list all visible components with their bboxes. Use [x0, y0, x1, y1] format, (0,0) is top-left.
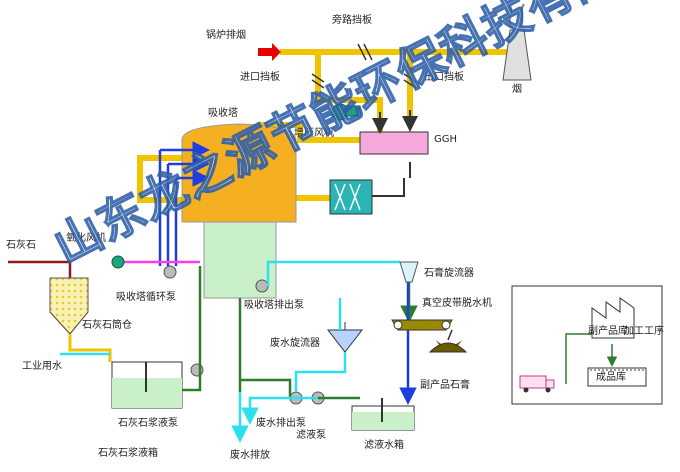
label-boiler-flue-gas: 锅炉排烟	[206, 30, 246, 41]
label-byproduct-gypsum: 副产品石膏	[420, 380, 470, 391]
label-waste-water-pump: 废水排出泵	[256, 418, 306, 429]
gypsum-pile	[428, 342, 468, 353]
chimney-icon	[502, 3, 532, 81]
label-booster-fan: 增压风机	[294, 128, 334, 139]
label-processing: 加工工序	[624, 326, 664, 337]
limestone-line	[8, 260, 72, 278]
label-gypsum-cyclone: 石膏旋流器	[424, 268, 474, 279]
label-outlet-damper: 出口挡板	[424, 72, 464, 83]
filtrate-return	[241, 396, 318, 425]
label-absorber-discharge-pump: 吸收塔排出泵	[244, 300, 304, 311]
label-inlet-damper: 进口挡板	[240, 72, 280, 83]
label-byproduct-storage: 副产品库	[588, 326, 628, 337]
byproduct-link	[565, 333, 592, 384]
label-limestone-silo: 石灰石筒仓	[82, 320, 132, 331]
storage-box	[587, 367, 647, 387]
label-bypass-damper: 旁路挡板	[332, 15, 372, 26]
label-misc: 成品库	[596, 372, 626, 383]
factory-icon	[591, 297, 635, 339]
label-waste-water-discharge: 废水排放	[230, 450, 270, 461]
label-waste-water-cyclone: 废水旋流器	[270, 338, 320, 349]
ggh	[359, 131, 429, 155]
inlet-arrow-icon	[258, 43, 281, 61]
label-absorber: 吸收塔	[208, 108, 238, 119]
label-oxidation-fan: 氧化风机	[66, 233, 106, 244]
limestone-slurry-tank	[111, 266, 202, 409]
damper-icon	[311, 43, 417, 89]
label-limestone-slurry-tank: 石灰石浆液箱	[98, 448, 158, 459]
label-filtrate-tank: 滤液水箱	[364, 440, 404, 451]
absorber-tower	[158, 123, 297, 299]
gypsum-slurry-line	[238, 260, 400, 398]
label-absorber-circulation-pump: 吸收塔循环泵	[116, 292, 176, 303]
label-filtrate-pump: 滤液泵	[296, 430, 326, 441]
waste-water-cyclone	[294, 298, 364, 392]
label-ggh: GGH	[434, 134, 458, 145]
oxidation-air-line	[111, 255, 200, 269]
label-limestone-slurry-pump: 石灰石浆液泵	[118, 418, 178, 429]
label-limestone: 石灰石	[6, 240, 36, 251]
gypsum-cyclone	[399, 261, 419, 405]
label-process-water: 工业用水	[22, 361, 62, 372]
label-vacuum-belt-filter: 真空皮带脱水机	[422, 298, 492, 309]
label-chimney: 烟	[512, 84, 522, 95]
limestone-silo	[49, 277, 112, 362]
mist-eliminator	[329, 178, 405, 215]
fan-icon	[331, 103, 361, 121]
byproduct-area	[511, 285, 663, 405]
filtrate-tank	[318, 396, 415, 431]
truck-icon	[519, 375, 555, 393]
